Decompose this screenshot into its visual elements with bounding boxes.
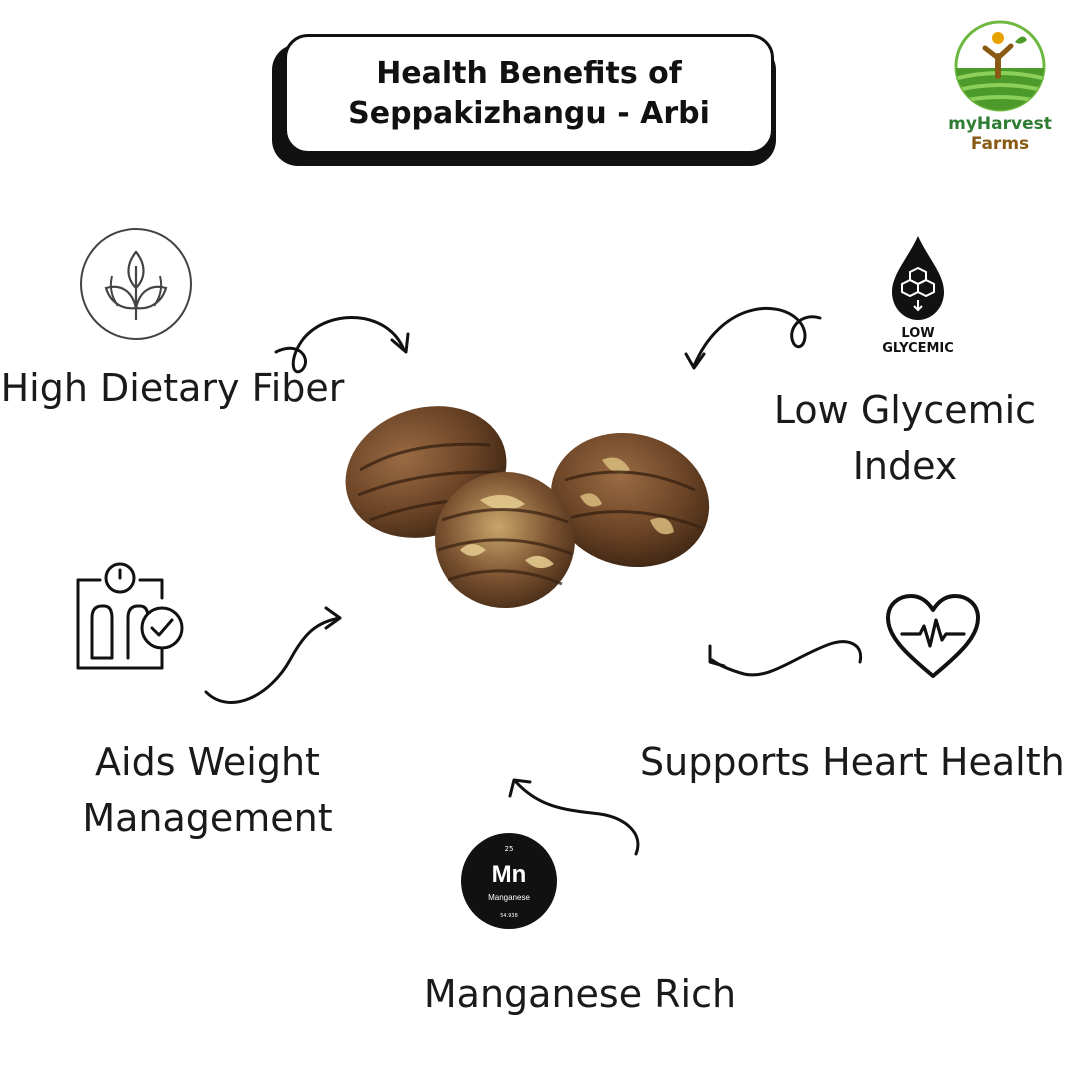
arrow-manganese-to-center xyxy=(508,778,640,856)
taro-roots-image xyxy=(345,406,710,608)
label-weight-line-2: Management xyxy=(82,796,333,840)
manganese-mass: 54.938 xyxy=(500,913,518,919)
label-low-glycemic-line-1: Low Glycemic xyxy=(773,388,1037,432)
manganese-name: Manganese xyxy=(488,893,530,902)
label-supports-heart-health: Supports Heart Health xyxy=(640,740,1065,784)
logo-emblem-icon xyxy=(954,20,1046,112)
manganese-atomic-number: 25 xyxy=(504,845,514,853)
weighing-scale-icon xyxy=(76,562,184,670)
logo-text-line-2: Farms xyxy=(970,134,1030,154)
title-line-1: Health Benefits of xyxy=(376,56,682,91)
heart-pulse-icon xyxy=(886,594,980,678)
brand-logo: myHarvest Farms xyxy=(935,18,1065,154)
title-line-2: Seppakizhangu - Arbi xyxy=(348,96,710,131)
label-manganese-rich: Manganese Rich xyxy=(423,972,737,1016)
label-low-glycemic-line-2: Index xyxy=(852,444,958,488)
label-aids-weight-management: Aids Weight Management xyxy=(60,734,355,846)
arrow-weight-to-center xyxy=(204,606,342,704)
label-high-dietary-fiber: High Dietary Fiber xyxy=(0,366,345,410)
arrow-fiber-to-center xyxy=(274,316,410,374)
arrow-heart-to-center xyxy=(708,640,863,677)
low-glycemic-caption-line-2: GLYCEMIC xyxy=(882,341,954,356)
label-low-glycemic-index: Low Glycemic Index xyxy=(755,382,1055,494)
manganese-element-icon: 25 Mn Manganese 54.938 xyxy=(461,833,557,929)
manganese-symbol: Mn xyxy=(491,861,527,888)
low-glycemic-icon-caption: LOW GLYCEMIC xyxy=(868,326,968,356)
arrow-glycemic-to-center xyxy=(684,306,822,370)
low-glycemic-drop-icon xyxy=(892,236,944,320)
low-glycemic-caption-line-1: LOW xyxy=(901,326,935,341)
logo-text-line-1: myHarvest xyxy=(948,114,1052,134)
label-weight-line-1: Aids Weight xyxy=(95,740,320,784)
title-card: Health Benefits of Seppakizhangu - Arbi xyxy=(284,34,774,154)
leaf-icon xyxy=(80,228,192,340)
